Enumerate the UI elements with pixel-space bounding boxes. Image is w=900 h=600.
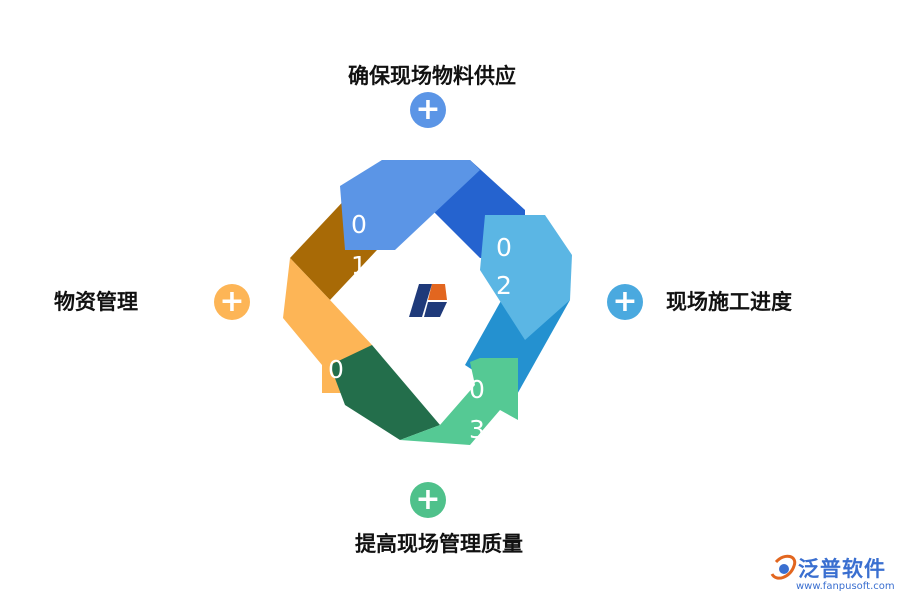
segment-top-light [340,160,480,250]
segment-number: 0 [351,210,367,239]
segment-number: 3 [469,415,485,444]
plus-icon-bottom[interactable]: + [410,482,446,518]
watermark-url: www.fanpusoft.com [796,581,895,592]
watermark-logo-icon [770,554,797,580]
label-bottom: 提高现场管理质量 [355,532,523,556]
segment-number: 0 [328,355,344,384]
label-right: 现场施工进度 [666,290,792,314]
label-left: 物资管理 [54,290,138,314]
plus-icon-top[interactable]: + [410,92,446,128]
plus-icon-left[interactable]: + [214,284,250,320]
segment-bottom-dark [330,345,440,440]
plus-icon-right[interactable]: + [607,284,643,320]
segment-number: 2 [496,271,512,300]
segment-bottom-light [400,358,518,445]
segment-number: 0 [496,233,512,262]
segment-right-light [480,215,572,340]
segment-number: 4 [328,395,344,424]
segment-number: 0 [469,375,485,404]
segment-number: 1 [351,251,367,280]
watermark-brand: 泛普软件 [798,557,886,581]
label-top: 确保现场物料供应 [348,64,516,88]
fanpu-logo-icon [409,284,447,317]
